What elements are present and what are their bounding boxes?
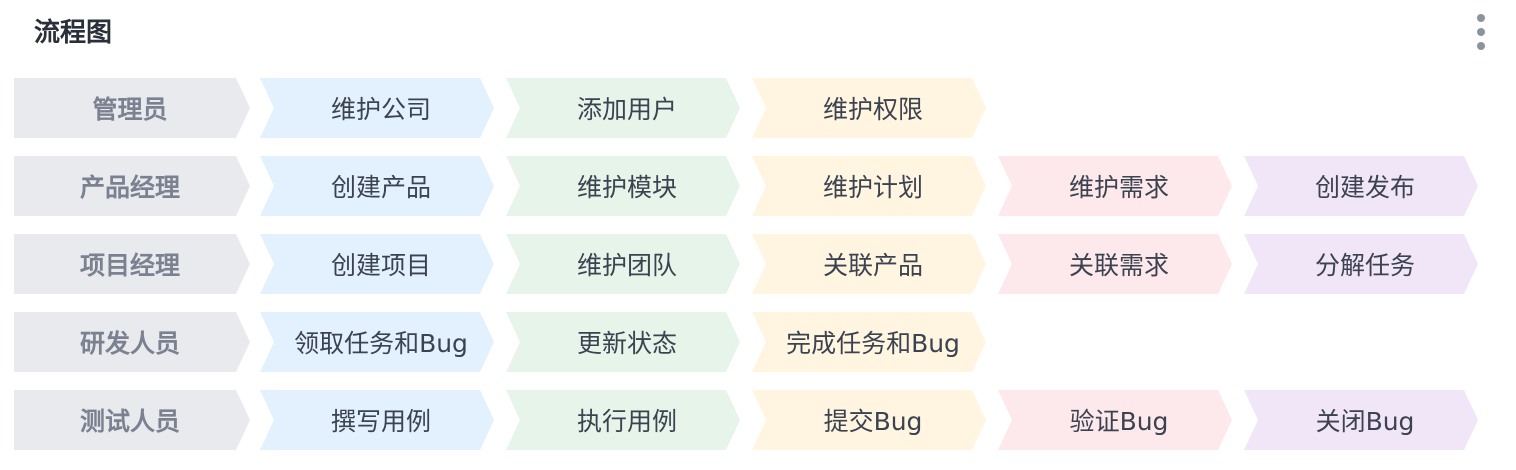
flow-step[interactable]: 执行用例 [506,390,740,450]
flow-step[interactable]: 领取任务和Bug [260,312,494,372]
flow-step[interactable]: 创建发布 [1244,156,1478,216]
flow-step[interactable]: 分解任务 [1244,234,1478,294]
flow-step[interactable]: 维护计划 [752,156,986,216]
more-dot [1477,42,1485,50]
flow-step[interactable]: 撰写用例 [260,390,494,450]
flow-row-product-manager: 产品经理 创建产品 维护模块 维护计划 维护需求 创建发布 [14,156,1494,216]
flow-step[interactable]: 关闭Bug [1244,390,1478,450]
flow-step[interactable]: 关联需求 [998,234,1232,294]
flow-step[interactable]: 创建项目 [260,234,494,294]
flow-step[interactable]: 添加用户 [506,78,740,138]
role-label: 测试人员 [14,390,250,450]
flow-step[interactable]: 维护团队 [506,234,740,294]
flow-step[interactable]: 维护需求 [998,156,1232,216]
role-label: 项目经理 [14,234,250,294]
flow-step[interactable]: 维护模块 [506,156,740,216]
flow-row-developer: 研发人员 领取任务和Bug 更新状态 完成任务和Bug [14,312,1494,372]
flow-row-admin: 管理员 维护公司 添加用户 维护权限 [14,78,1494,138]
more-vertical-icon[interactable] [1468,12,1496,52]
flow-step[interactable]: 更新状态 [506,312,740,372]
role-label: 管理员 [14,78,250,138]
role-label: 研发人员 [14,312,250,372]
flow-step[interactable]: 创建产品 [260,156,494,216]
flow-step[interactable]: 验证Bug [998,390,1232,450]
flowchart: 管理员 维护公司 添加用户 维护权限 产品经理 创建产品 维护模块 维护计划 维… [14,78,1494,450]
flow-step[interactable]: 维护公司 [260,78,494,138]
flow-row-tester: 测试人员 撰写用例 执行用例 提交Bug 验证Bug 关闭Bug [14,390,1494,450]
flow-step[interactable]: 完成任务和Bug [752,312,986,372]
flow-step[interactable]: 维护权限 [752,78,986,138]
flow-row-project-manager: 项目经理 创建项目 维护团队 关联产品 关联需求 分解任务 [14,234,1494,294]
flow-step[interactable]: 关联产品 [752,234,986,294]
more-dot [1477,28,1485,36]
more-dot [1477,14,1485,22]
page-title: 流程图 [34,18,113,48]
role-label: 产品经理 [14,156,250,216]
flow-step[interactable]: 提交Bug [752,390,986,450]
